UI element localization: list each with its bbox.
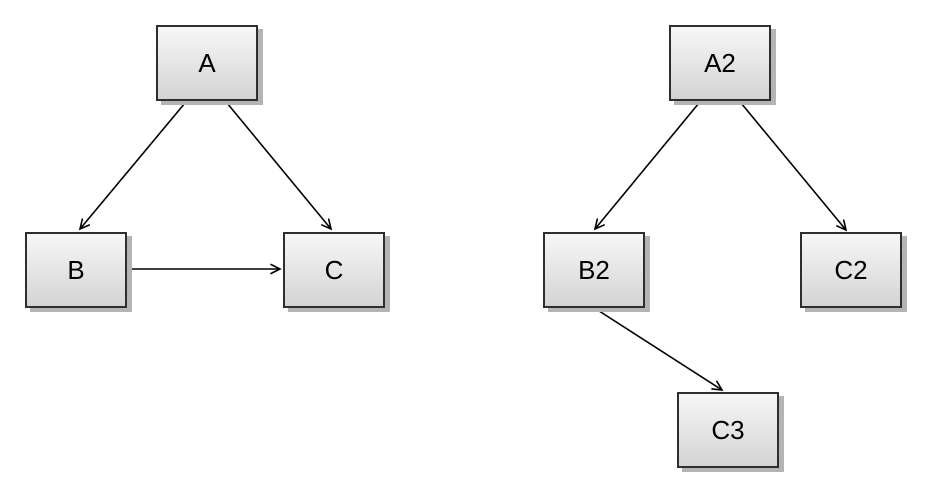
node-label: C [324, 255, 344, 285]
node-label: A2 [704, 48, 736, 78]
node-c3[interactable]: C3 [677, 392, 779, 468]
node-b2[interactable]: B2 [543, 232, 645, 308]
node-a2[interactable]: A2 [669, 25, 771, 101]
edge-a-c[interactable] [226, 102, 333, 231]
node-label: A [198, 48, 216, 78]
edge-a-b[interactable] [78, 102, 186, 231]
node-a[interactable]: A [156, 25, 258, 101]
node-label: C2 [834, 255, 868, 285]
node-b[interactable]: B [25, 232, 127, 308]
node-label: B2 [578, 255, 610, 285]
node-label: B [67, 255, 85, 285]
node-c2[interactable]: C2 [800, 232, 902, 308]
edge-b2-c3[interactable] [595, 308, 724, 391]
edge-a2-c2[interactable] [740, 102, 848, 232]
edge-a2-b2[interactable] [593, 102, 700, 231]
node-label: C3 [711, 415, 745, 445]
node-c[interactable]: C [283, 232, 385, 308]
